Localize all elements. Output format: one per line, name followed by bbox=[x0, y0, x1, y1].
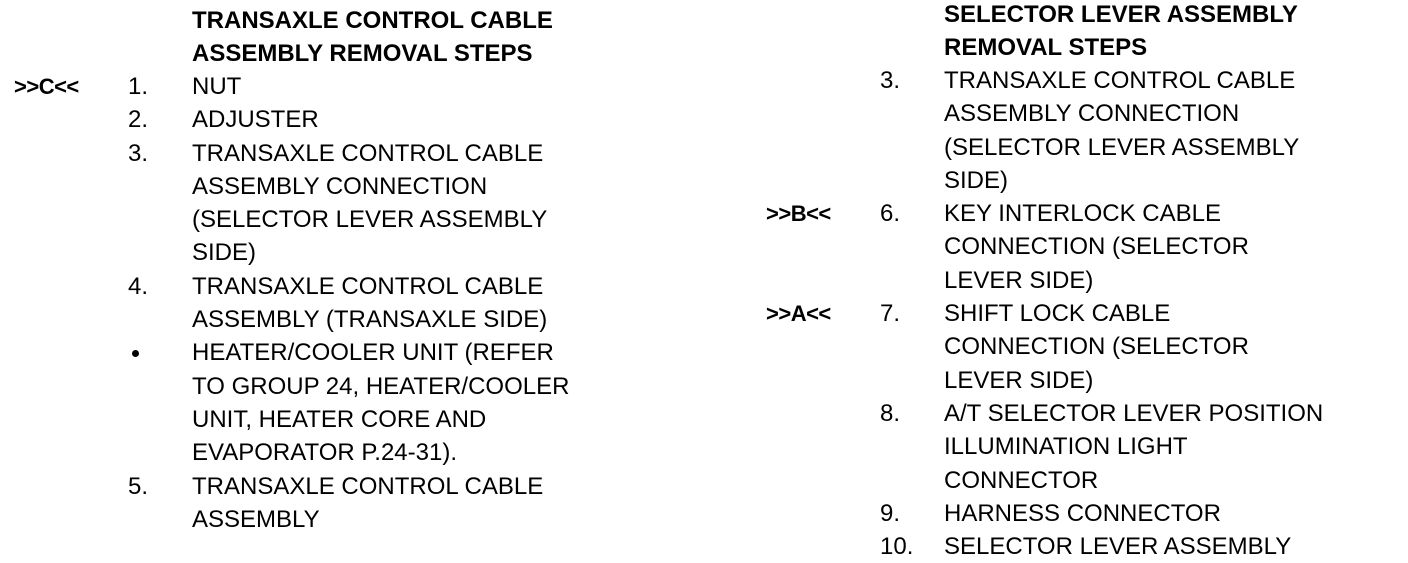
right-step-6: >>B<< 6. KEY INTERLOCK CABLE CONNECTION … bbox=[752, 197, 1408, 297]
step-number: 3. bbox=[128, 139, 149, 167]
right-step-3: 3. TRANSAXLE CONTROL CABLE ASSEMBLY CONN… bbox=[752, 64, 1408, 197]
step-number: 2. bbox=[128, 106, 149, 134]
step-text: TRANSAXLE CONTROL CABLE ASSEMBLY bbox=[192, 472, 544, 533]
step-text: A/T SELECTOR LEVER POSITION ILLUMINATION… bbox=[944, 399, 1324, 494]
step-text: TRANSAXLE CONTROL CABLE ASSEMBLY CONNECT… bbox=[944, 67, 1300, 194]
step-text: KEY INTERLOCK CABLE CONNECTION (SELECTOR… bbox=[944, 200, 1249, 294]
step-number: 8. bbox=[880, 399, 901, 427]
step-text: HARNESS CONNECTOR bbox=[944, 499, 1221, 527]
left-step-5: 5. TRANSAXLE CONTROL CABLE ASSEMBLY bbox=[0, 470, 700, 537]
step-number: 6. bbox=[880, 200, 901, 228]
step-text: NUT bbox=[192, 73, 242, 100]
step-text: SELECTOR LEVER ASSEMBLY bbox=[944, 533, 1292, 561]
left-procedure-column: TRANSAXLE CONTROL CABLE ASSEMBLY REMOVAL… bbox=[0, 4, 700, 536]
left-step-1: >>C<< 1. NUT bbox=[0, 70, 700, 103]
bullet-dot-icon bbox=[132, 350, 139, 358]
step-number: 3. bbox=[880, 67, 901, 94]
left-step-3: 3. TRANSAXLE CONTROL CABLE ASSEMBLY CONN… bbox=[0, 137, 700, 270]
left-step-2: 2. ADJUSTER bbox=[0, 103, 700, 136]
step-text: HEATER/COOLER UNIT (REFER TO GROUP 24, H… bbox=[192, 339, 570, 467]
left-step-bullet: HEATER/COOLER UNIT (REFER TO GROUP 24, H… bbox=[0, 336, 700, 469]
step-text: TRANSAXLE CONTROL CABLE ASSEMBLY (TRANSA… bbox=[192, 272, 548, 334]
step-number: 1. bbox=[128, 73, 149, 100]
right-step-8: 8. A/T SELECTOR LEVER POSITION ILLUMINAT… bbox=[752, 397, 1408, 497]
step-number: 9. bbox=[880, 499, 901, 527]
step-text: TRANSAXLE CONTROL CABLE ASSEMBLY CONNECT… bbox=[192, 139, 548, 267]
right-section-title: SELECTOR LEVER ASSEMBLY REMOVAL STEPS bbox=[944, 1, 1298, 61]
step-code-a: >>A<< bbox=[766, 301, 831, 327]
left-section-title: TRANSAXLE CONTROL CABLE ASSEMBLY REMOVAL… bbox=[192, 7, 553, 67]
step-text: ADJUSTER bbox=[192, 106, 319, 134]
step-text: SHIFT LOCK CABLE CONNECTION (SELECTOR LE… bbox=[944, 300, 1249, 394]
step-number: 5. bbox=[128, 472, 149, 500]
step-number: 10. bbox=[880, 533, 914, 561]
step-code-c: >>C<< bbox=[14, 74, 79, 99]
step-code-b: >>B<< bbox=[766, 201, 831, 227]
right-step-7: >>A<< 7. SHIFT LOCK CABLE CONNECTION (SE… bbox=[752, 297, 1408, 397]
right-step-9: 9. HARNESS CONNECTOR bbox=[752, 497, 1408, 530]
right-step-10: 10. SELECTOR LEVER ASSEMBLY bbox=[752, 530, 1408, 563]
step-number: 7. bbox=[880, 300, 901, 328]
right-procedure-column: SELECTOR LEVER ASSEMBLY REMOVAL STEPS 3.… bbox=[752, 0, 1408, 563]
left-step-4: 4. TRANSAXLE CONTROL CABLE ASSEMBLY (TRA… bbox=[0, 270, 700, 337]
step-number: 4. bbox=[128, 272, 149, 300]
